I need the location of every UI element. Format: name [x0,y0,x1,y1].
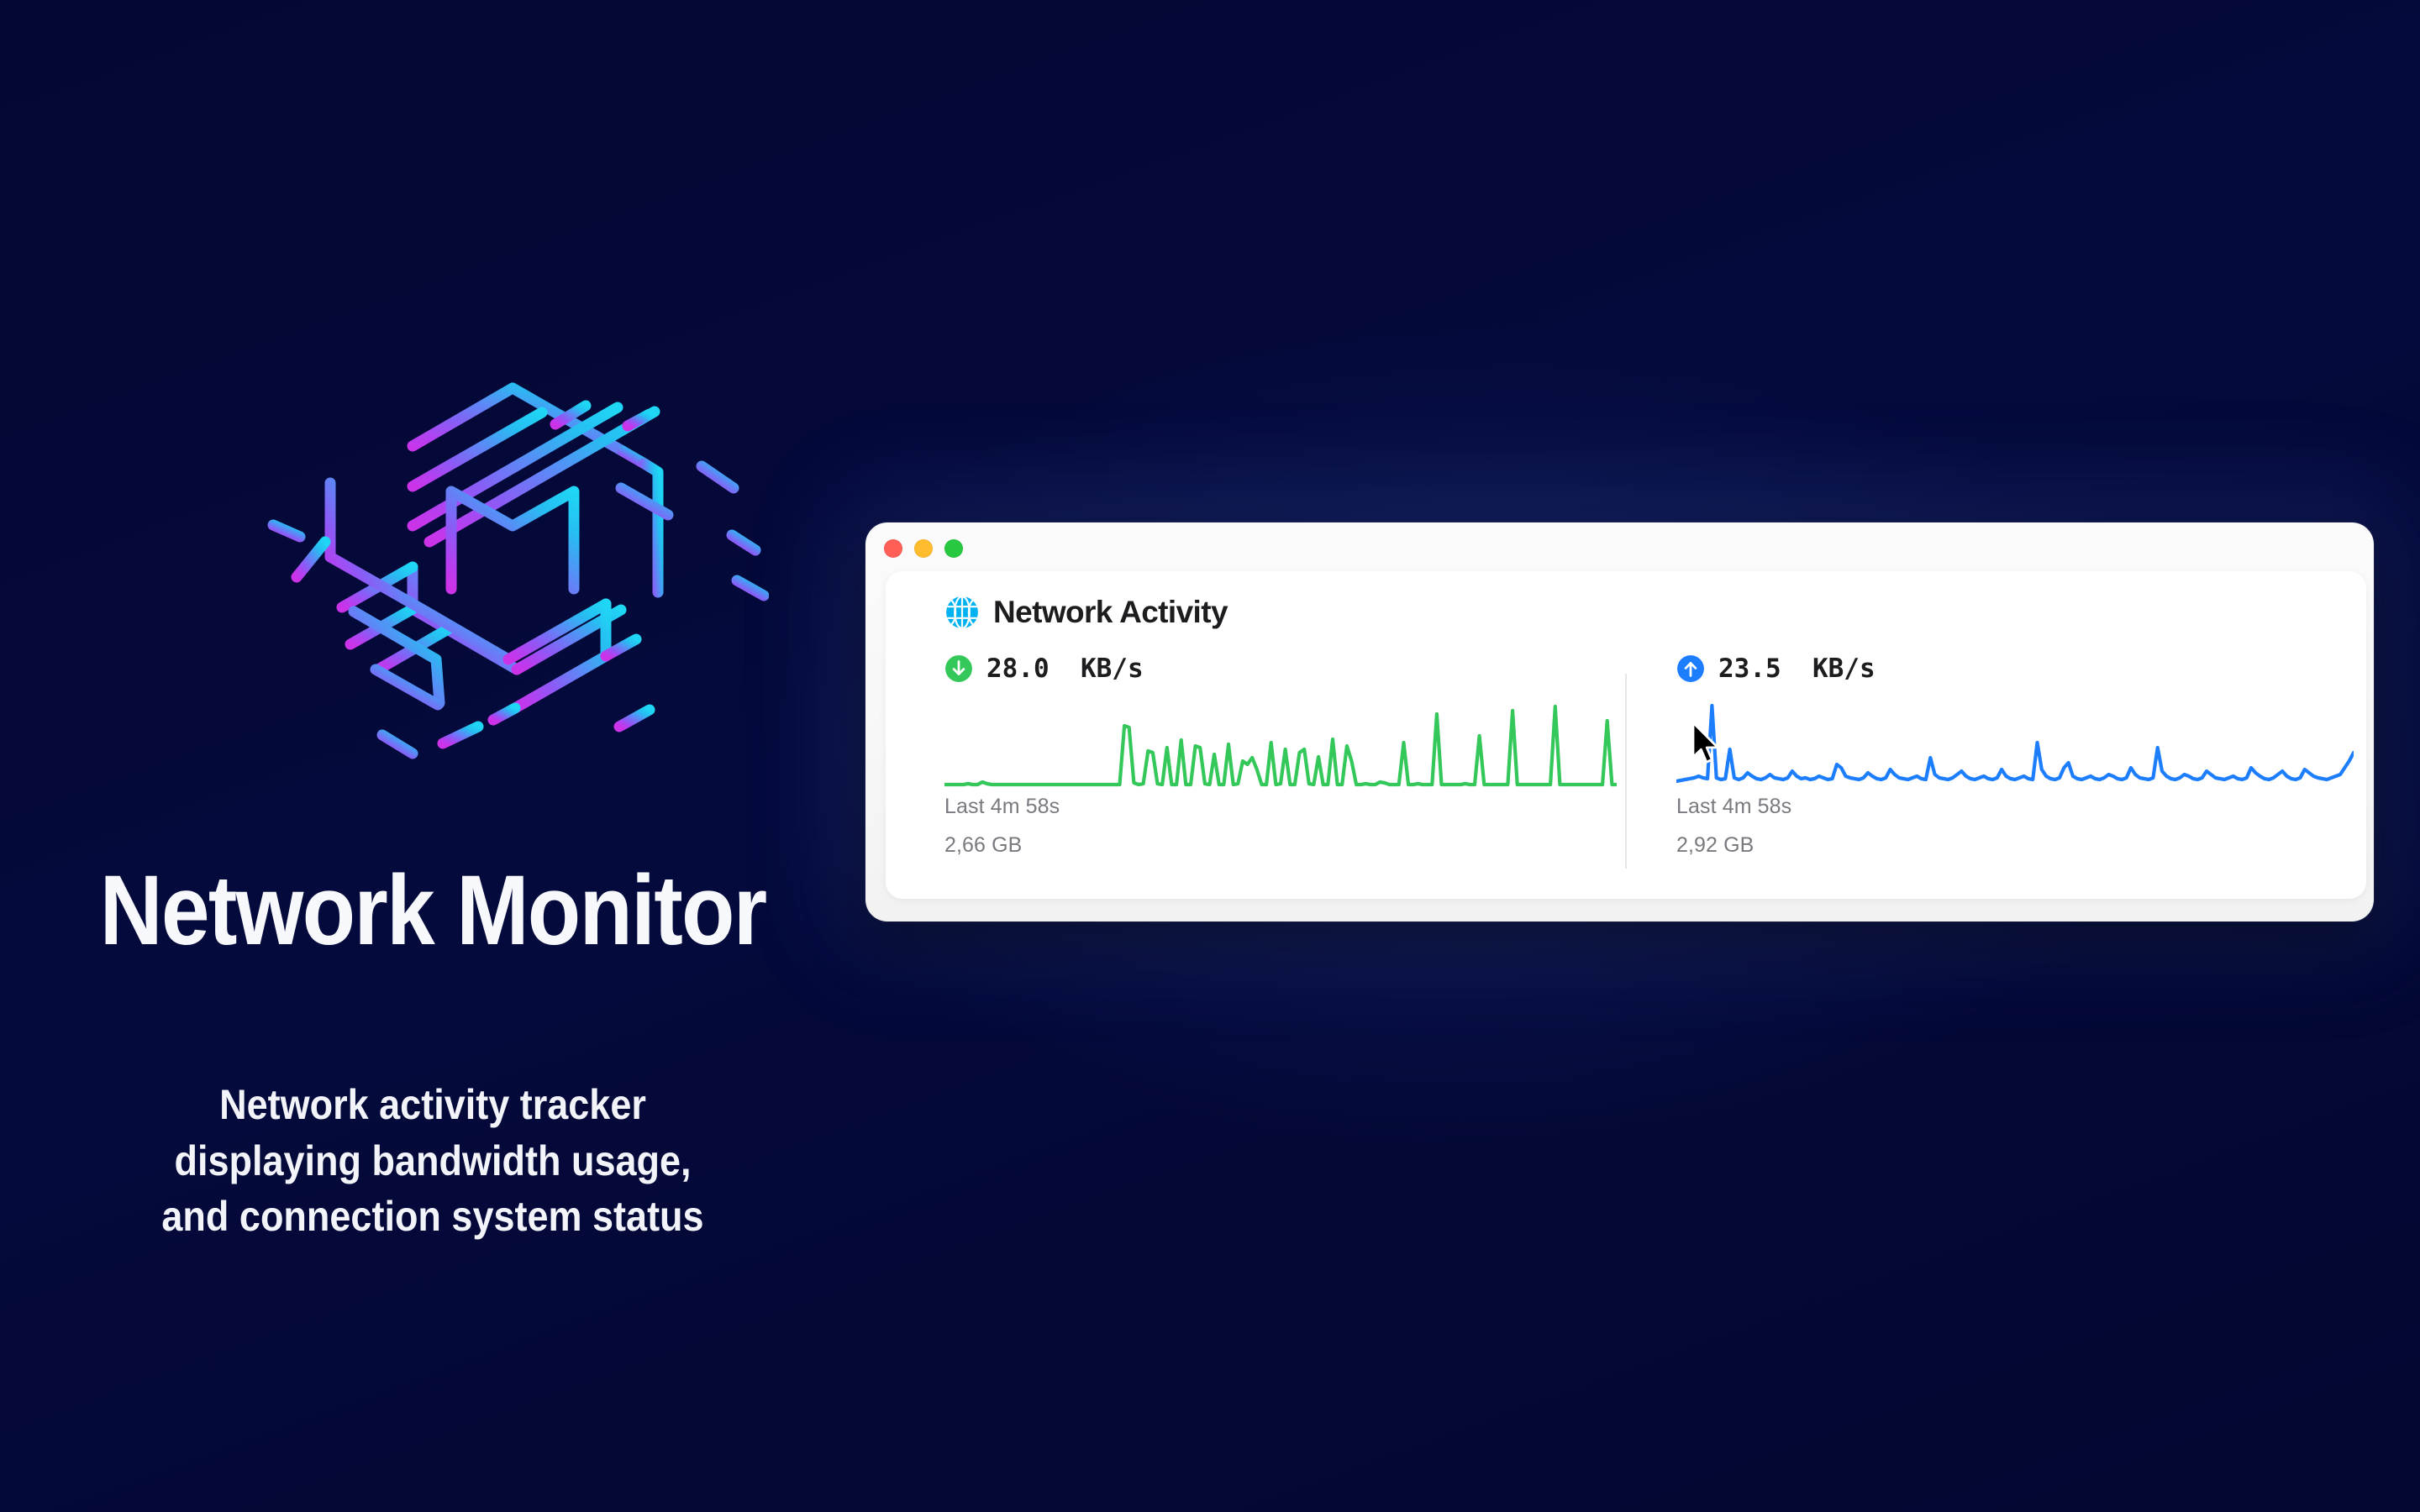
subtitle-line-1: Network activity tracker [219,1081,646,1128]
card-title: Network Activity [993,595,1228,629]
upload-duration: Last 4m 58s [1676,795,1792,818]
close-button[interactable] [884,539,902,558]
zoom-button[interactable] [944,539,963,558]
panel-divider [1625,674,1627,869]
app-window: Network Activity 28.0 KB/s [865,522,2374,921]
upload-sparkline [1676,703,2354,784]
download-rate: 28.0 KB/s [986,654,1144,684]
download-total: 2,66 GB [944,833,1023,857]
download-panel: 28.0 KB/s Last 4m 58s 2,66 GB [886,652,1626,858]
download-sparkline [944,704,1617,787]
arrow-up-circle-icon [1677,655,1704,682]
upload-total: 2,92 GB [1676,833,1754,857]
upload-panel: 23.5 KB/s Last 4m 58s 2,92 GB [1626,652,2366,858]
branding-column: Network Monitor Network activity tracker… [0,0,865,1512]
subtitle-line-3: and connection system status [161,1193,704,1240]
download-stat-row: 28.0 KB/s [944,652,1574,685]
page-subtitle: Network activity tracker displaying band… [44,1077,823,1245]
window-titlebar [865,522,2374,575]
minimize-button[interactable] [914,539,933,558]
arrow-down-circle-icon [945,655,972,682]
subtitle-line-2: displaying bandwidth usage, [174,1137,692,1184]
upload-rate: 23.5 KB/s [1718,654,1876,684]
download-duration: Last 4m 58s [944,795,1060,818]
page-title: Network Monitor [99,855,768,966]
globe-icon [946,595,978,630]
stats-panels: 28.0 KB/s Last 4m 58s 2,66 GB [886,652,2366,858]
card-header: Network Activity [944,595,1228,630]
network-monitor-hex-m-logo [256,290,769,802]
upload-stat-row: 23.5 KB/s [1676,652,2314,685]
network-activity-card: Network Activity 28.0 KB/s [886,571,2366,899]
